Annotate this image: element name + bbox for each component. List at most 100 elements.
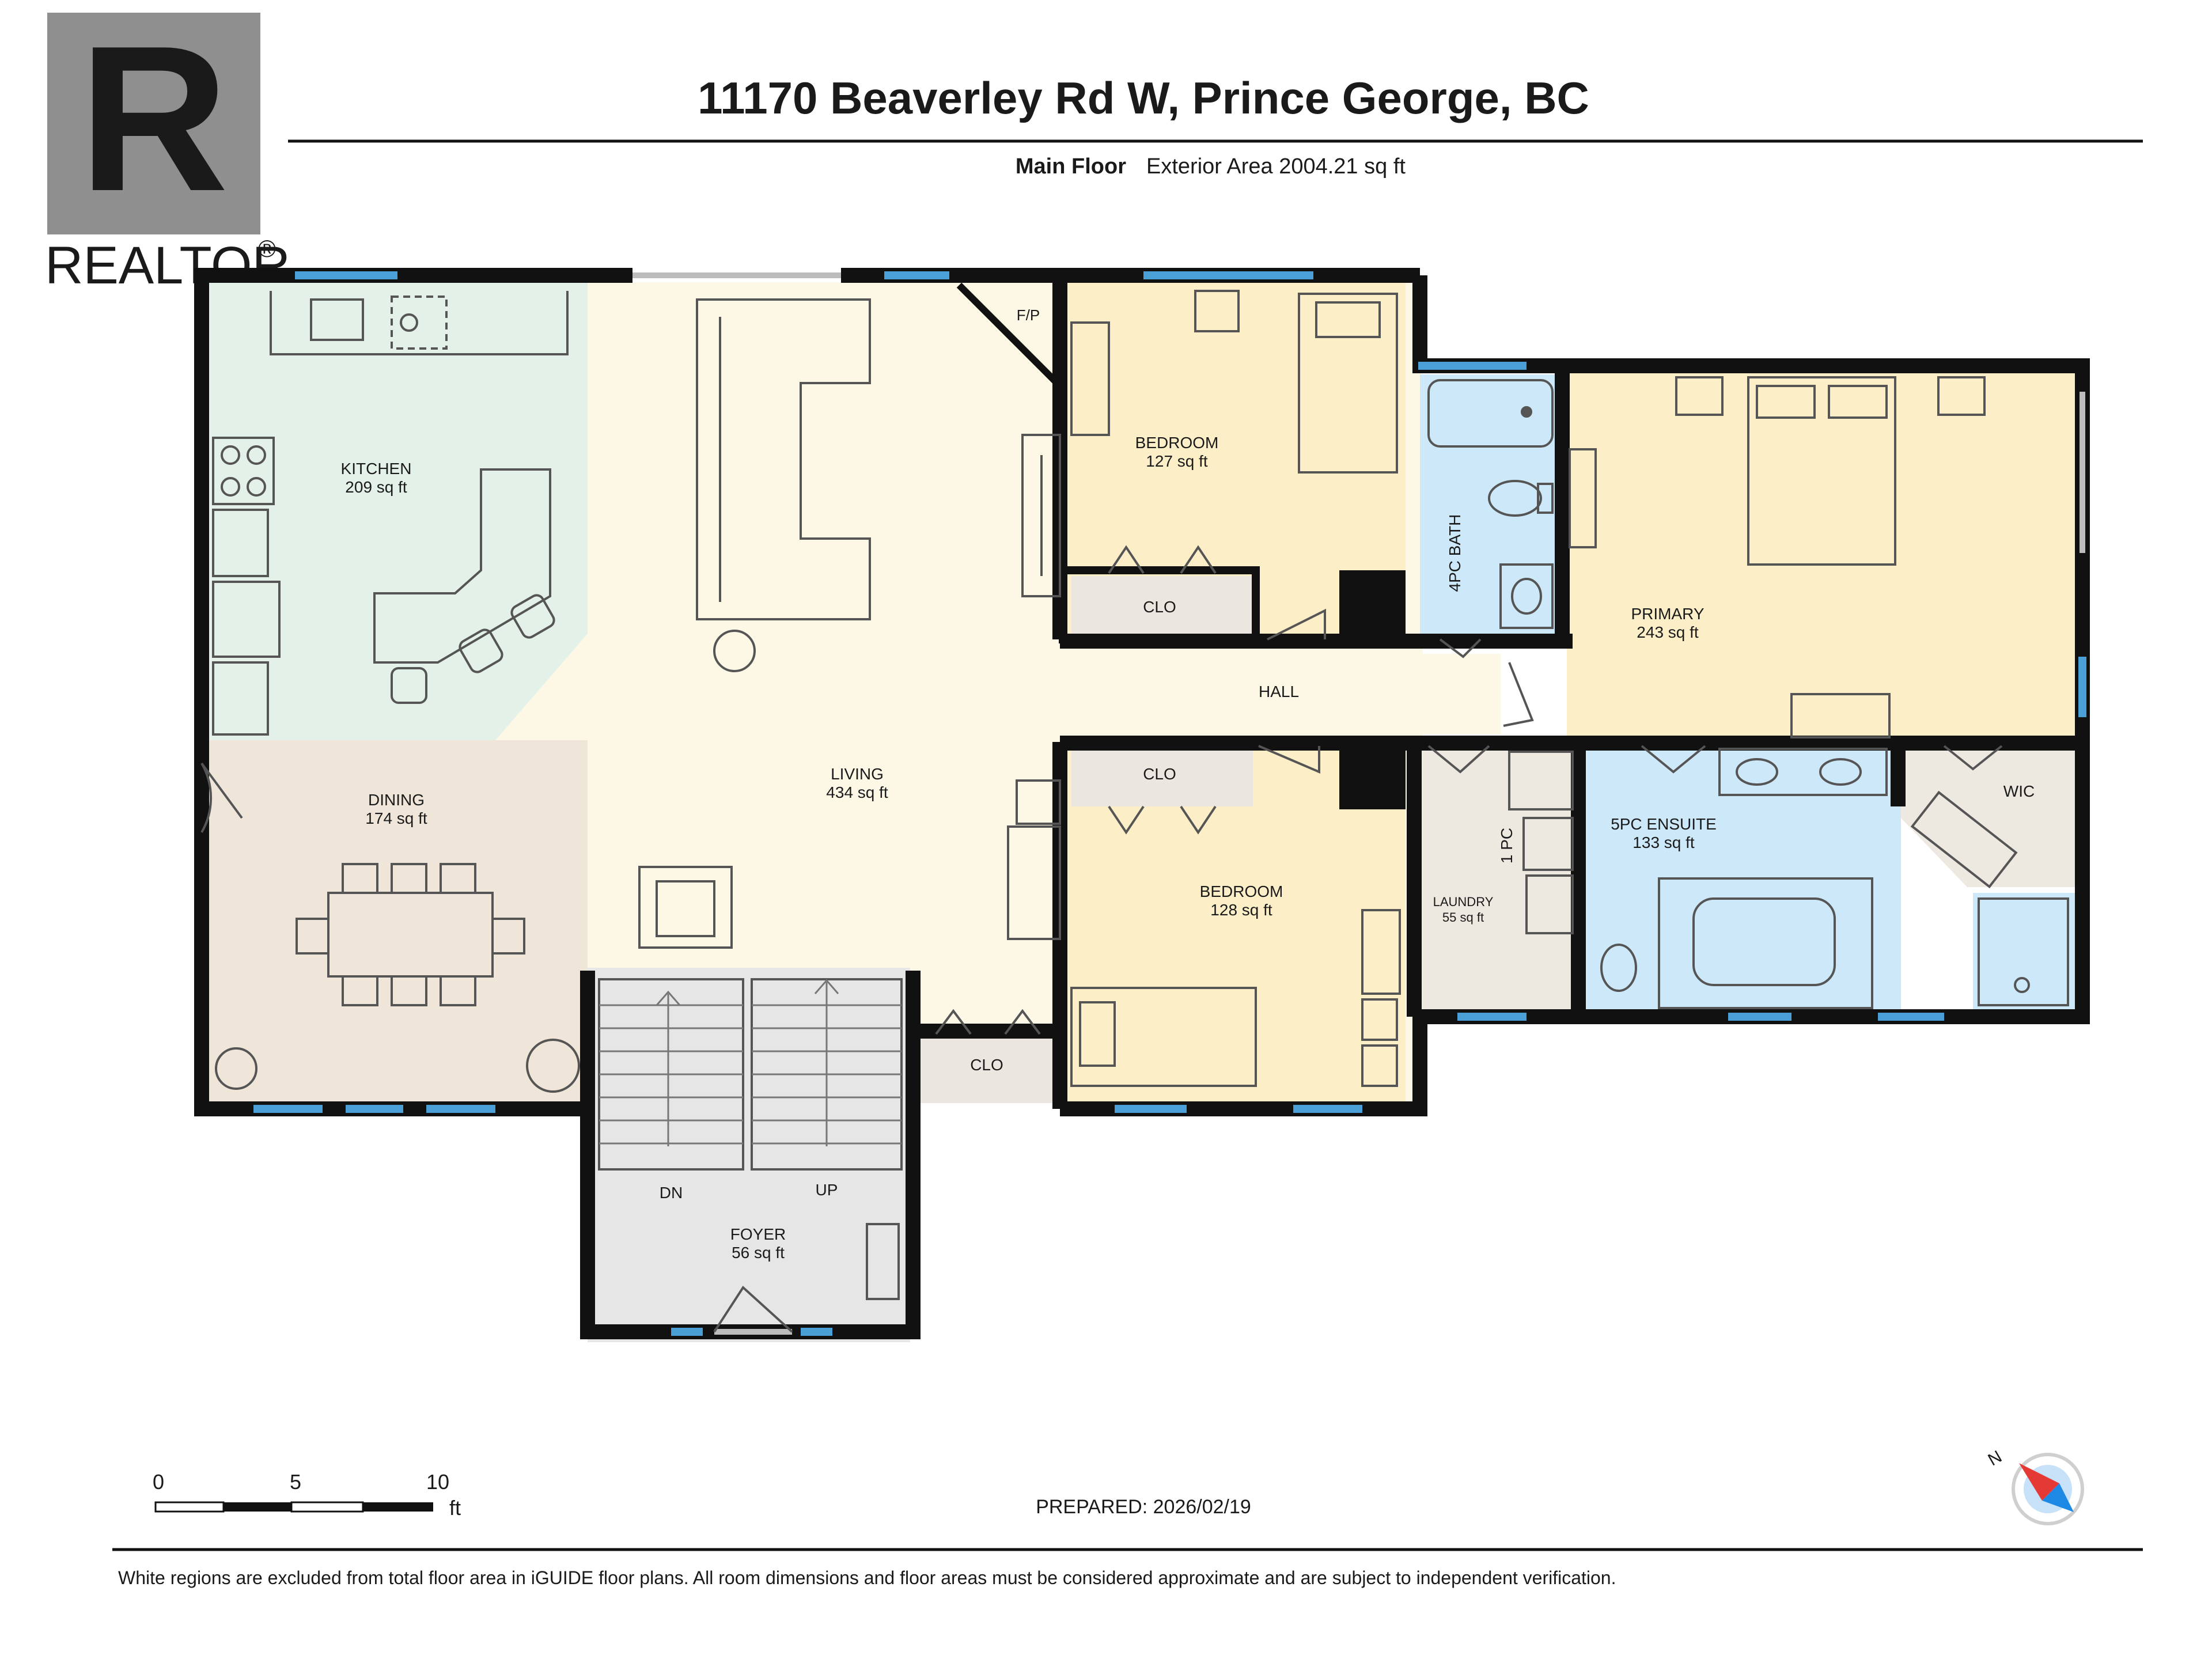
bath-4pc-fill <box>1420 374 1558 639</box>
exterior-area: Exterior Area 2004.21 sq ft <box>1146 154 1406 179</box>
scale-label-0: 0 <box>153 1470 164 1494</box>
closet-south-doors <box>1108 805 1217 835</box>
bench <box>866 1223 900 1300</box>
pillow <box>1315 301 1381 338</box>
laundry-door <box>1427 745 1490 774</box>
glass-openings <box>632 272 2085 1335</box>
scale-segment <box>363 1502 433 1512</box>
scale-unit: ft <box>449 1496 461 1520</box>
double-vanity <box>1718 748 1888 796</box>
fixtures <box>212 290 2069 1300</box>
burner-icon <box>247 477 266 497</box>
hall-label: HALL <box>1259 683 1299 700</box>
chair <box>296 918 329 955</box>
living-label: LIVING <box>831 765 884 783</box>
fireplace-label: F/P <box>1017 306 1040 324</box>
closet-north-walls <box>1059 566 1260 643</box>
shower-fill <box>1973 893 2077 1011</box>
floor-name: Main Floor <box>1016 154 1126 179</box>
toilet <box>1488 480 1542 517</box>
laundry-area: 55 sq ft <box>1442 910 1484 925</box>
scale-segment <box>290 1501 364 1513</box>
chair <box>342 975 378 1006</box>
pantry <box>212 661 269 736</box>
scale-label-10: 10 <box>426 1470 449 1494</box>
windows <box>253 271 2086 1336</box>
closet-living-fill <box>913 1037 1060 1103</box>
stair-down-label: DN <box>660 1184 683 1202</box>
realtor-logo: R REALTOR ® <box>45 3 290 295</box>
dining-door <box>200 762 243 833</box>
toilet <box>1600 944 1637 992</box>
bedroom-north-door <box>1267 608 1326 641</box>
pillar-north <box>1339 570 1406 637</box>
laundry-fill <box>1420 746 1573 1011</box>
dining-label: DINING <box>368 791 425 809</box>
dryer <box>1525 874 1574 934</box>
scale-label-5: 5 <box>290 1470 301 1494</box>
foyer-label: FOYER <box>730 1225 786 1243</box>
room-fills <box>202 282 2077 1342</box>
stair-foyer-fill <box>588 968 910 1342</box>
laundry-label: LAUNDRY <box>1433 895 1494 909</box>
chair <box>391 863 427 894</box>
footer-disclaimer: White regions are excluded from total fl… <box>118 1567 1616 1588</box>
closet-north-doors <box>1108 545 1217 574</box>
living-area: 434 sq ft <box>826 783 888 801</box>
closet-south-fill <box>1071 749 1253 806</box>
fireplace-wall <box>956 282 1060 386</box>
dining-area: 174 sq ft <box>365 809 427 827</box>
scale-segment <box>154 1501 225 1513</box>
tub-deck <box>1658 877 1873 1009</box>
chair <box>440 863 476 894</box>
hall-fill <box>1066 654 1501 734</box>
kitchen-counter <box>270 291 569 355</box>
wic-fill <box>1901 746 2077 887</box>
armchair <box>638 866 733 949</box>
compass-needle-tail <box>2042 1483 2074 1512</box>
dresser <box>1070 321 1110 436</box>
bedroom-south-area: 128 sq ft <box>1210 901 1272 919</box>
bath-door <box>1439 638 1482 658</box>
scale-segment <box>224 1502 291 1512</box>
registered-mark: ® <box>258 235 276 262</box>
closet-north-fill <box>1071 576 1253 639</box>
side-table <box>713 630 756 672</box>
sink <box>1819 758 1862 786</box>
bench <box>1790 693 1891 738</box>
dresser <box>1361 909 1401 995</box>
half-bath-label: 1 PC <box>1498 828 1516 863</box>
burner-icon <box>221 477 240 497</box>
wic-label: WIC <box>2003 782 2035 800</box>
bed <box>1298 293 1398 474</box>
prepared-date: PREPARED: 2026/02/19 <box>1036 1496 1251 1518</box>
ensuite-label: 5PC ENSUITE <box>1611 815 1717 833</box>
kitchen-sink <box>310 298 364 341</box>
planter <box>215 1047 257 1090</box>
doors <box>200 545 2003 1333</box>
bedroom-north-label: BEDROOM <box>1135 434 1219 452</box>
shower <box>1978 897 2069 1006</box>
bed <box>1747 376 1896 566</box>
pillow <box>1079 1001 1116 1067</box>
soaker-tub <box>1692 897 1836 986</box>
chair <box>391 975 427 1006</box>
compass: N <box>1985 1447 2084 1525</box>
bedroom-south-label: BEDROOM <box>1200 882 1283 900</box>
stool <box>459 628 503 673</box>
stair-up-label: UP <box>816 1181 838 1199</box>
room-labels: KITCHEN 209 sq ft DINING 174 sq ft LIVIN… <box>341 306 2035 1262</box>
closet-living-label: CLO <box>970 1056 1003 1074</box>
primary-area: 243 sq ft <box>1637 623 1699 641</box>
burner-icon <box>221 445 240 465</box>
sectional-sofa <box>696 298 871 620</box>
realtor-logo-box <box>47 13 260 234</box>
kitchen-label: KITCHEN <box>341 460 412 478</box>
chair <box>440 975 476 1006</box>
burner-icon <box>247 445 266 465</box>
sink <box>1522 817 1574 871</box>
kitchen-fill <box>202 282 588 740</box>
closet-living-doors <box>935 1009 1041 1035</box>
toilet <box>1508 751 1574 810</box>
